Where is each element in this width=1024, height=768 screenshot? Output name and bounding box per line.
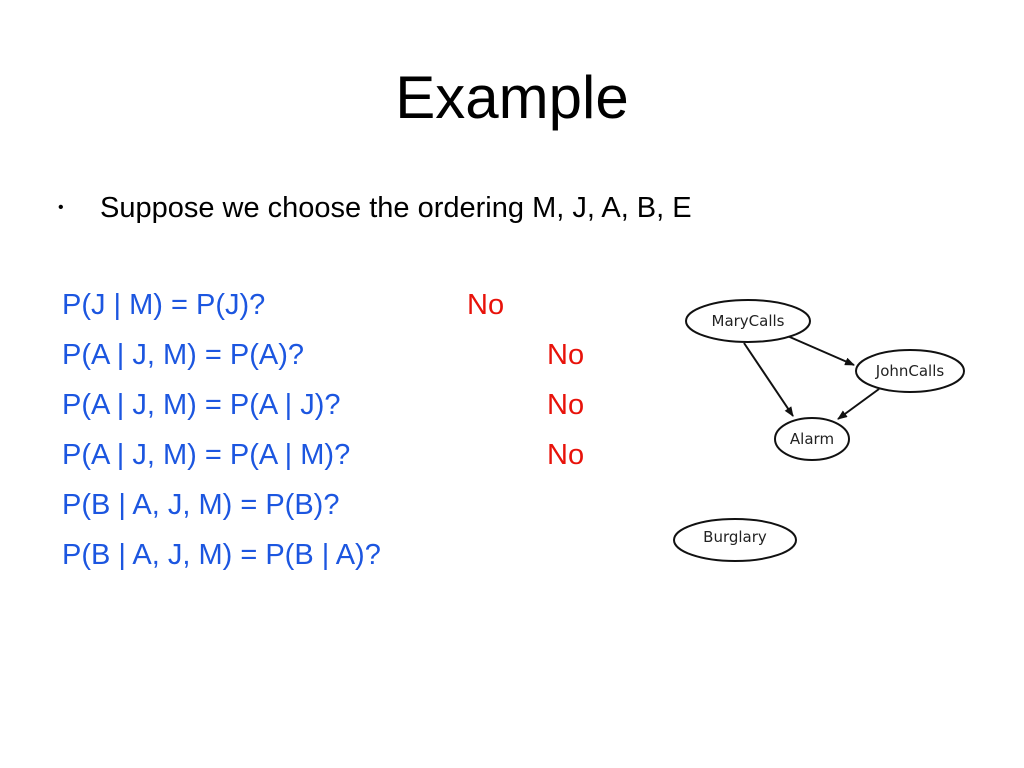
node-alarm: Alarm [774,417,850,461]
node-burglary-label: Burglary [703,528,767,546]
question-5: P(B | A, J, M) = P(B)? [62,489,340,521]
question-2: P(A | J, M) = P(A)? [62,339,304,371]
node-marycalls-label: MaryCalls [712,312,785,330]
answer-4: No [547,439,585,471]
node-burglary: Burglary [673,518,797,562]
bullet-dot-icon: • [58,199,64,216]
question-6: P(B | A, J, M) = P(B | A)? [62,539,381,571]
answer-2: No [547,339,585,371]
bullet-text: Suppose we choose the ordering M, J, A, … [100,192,692,224]
bayes-network-diagram: MaryCalls JohnCalls Alarm Burglary [673,299,965,562]
answer-3: No [547,389,585,421]
slide-title: Example [395,64,629,131]
node-marycalls: MaryCalls [685,299,811,343]
node-johncalls: JohnCalls [855,349,965,393]
question-3: P(A | J, M) = P(A | J)? [62,389,341,421]
node-alarm-label: Alarm [790,430,834,448]
question-1: P(J | M) = P(J)? [62,289,266,321]
edge-johncalls-alarm [837,388,880,420]
node-johncalls-label: JohnCalls [875,362,945,380]
question-4: P(A | J, M) = P(A | M)? [62,439,351,471]
edge-marycalls-alarm [743,342,794,417]
answer-1: No [467,289,505,321]
